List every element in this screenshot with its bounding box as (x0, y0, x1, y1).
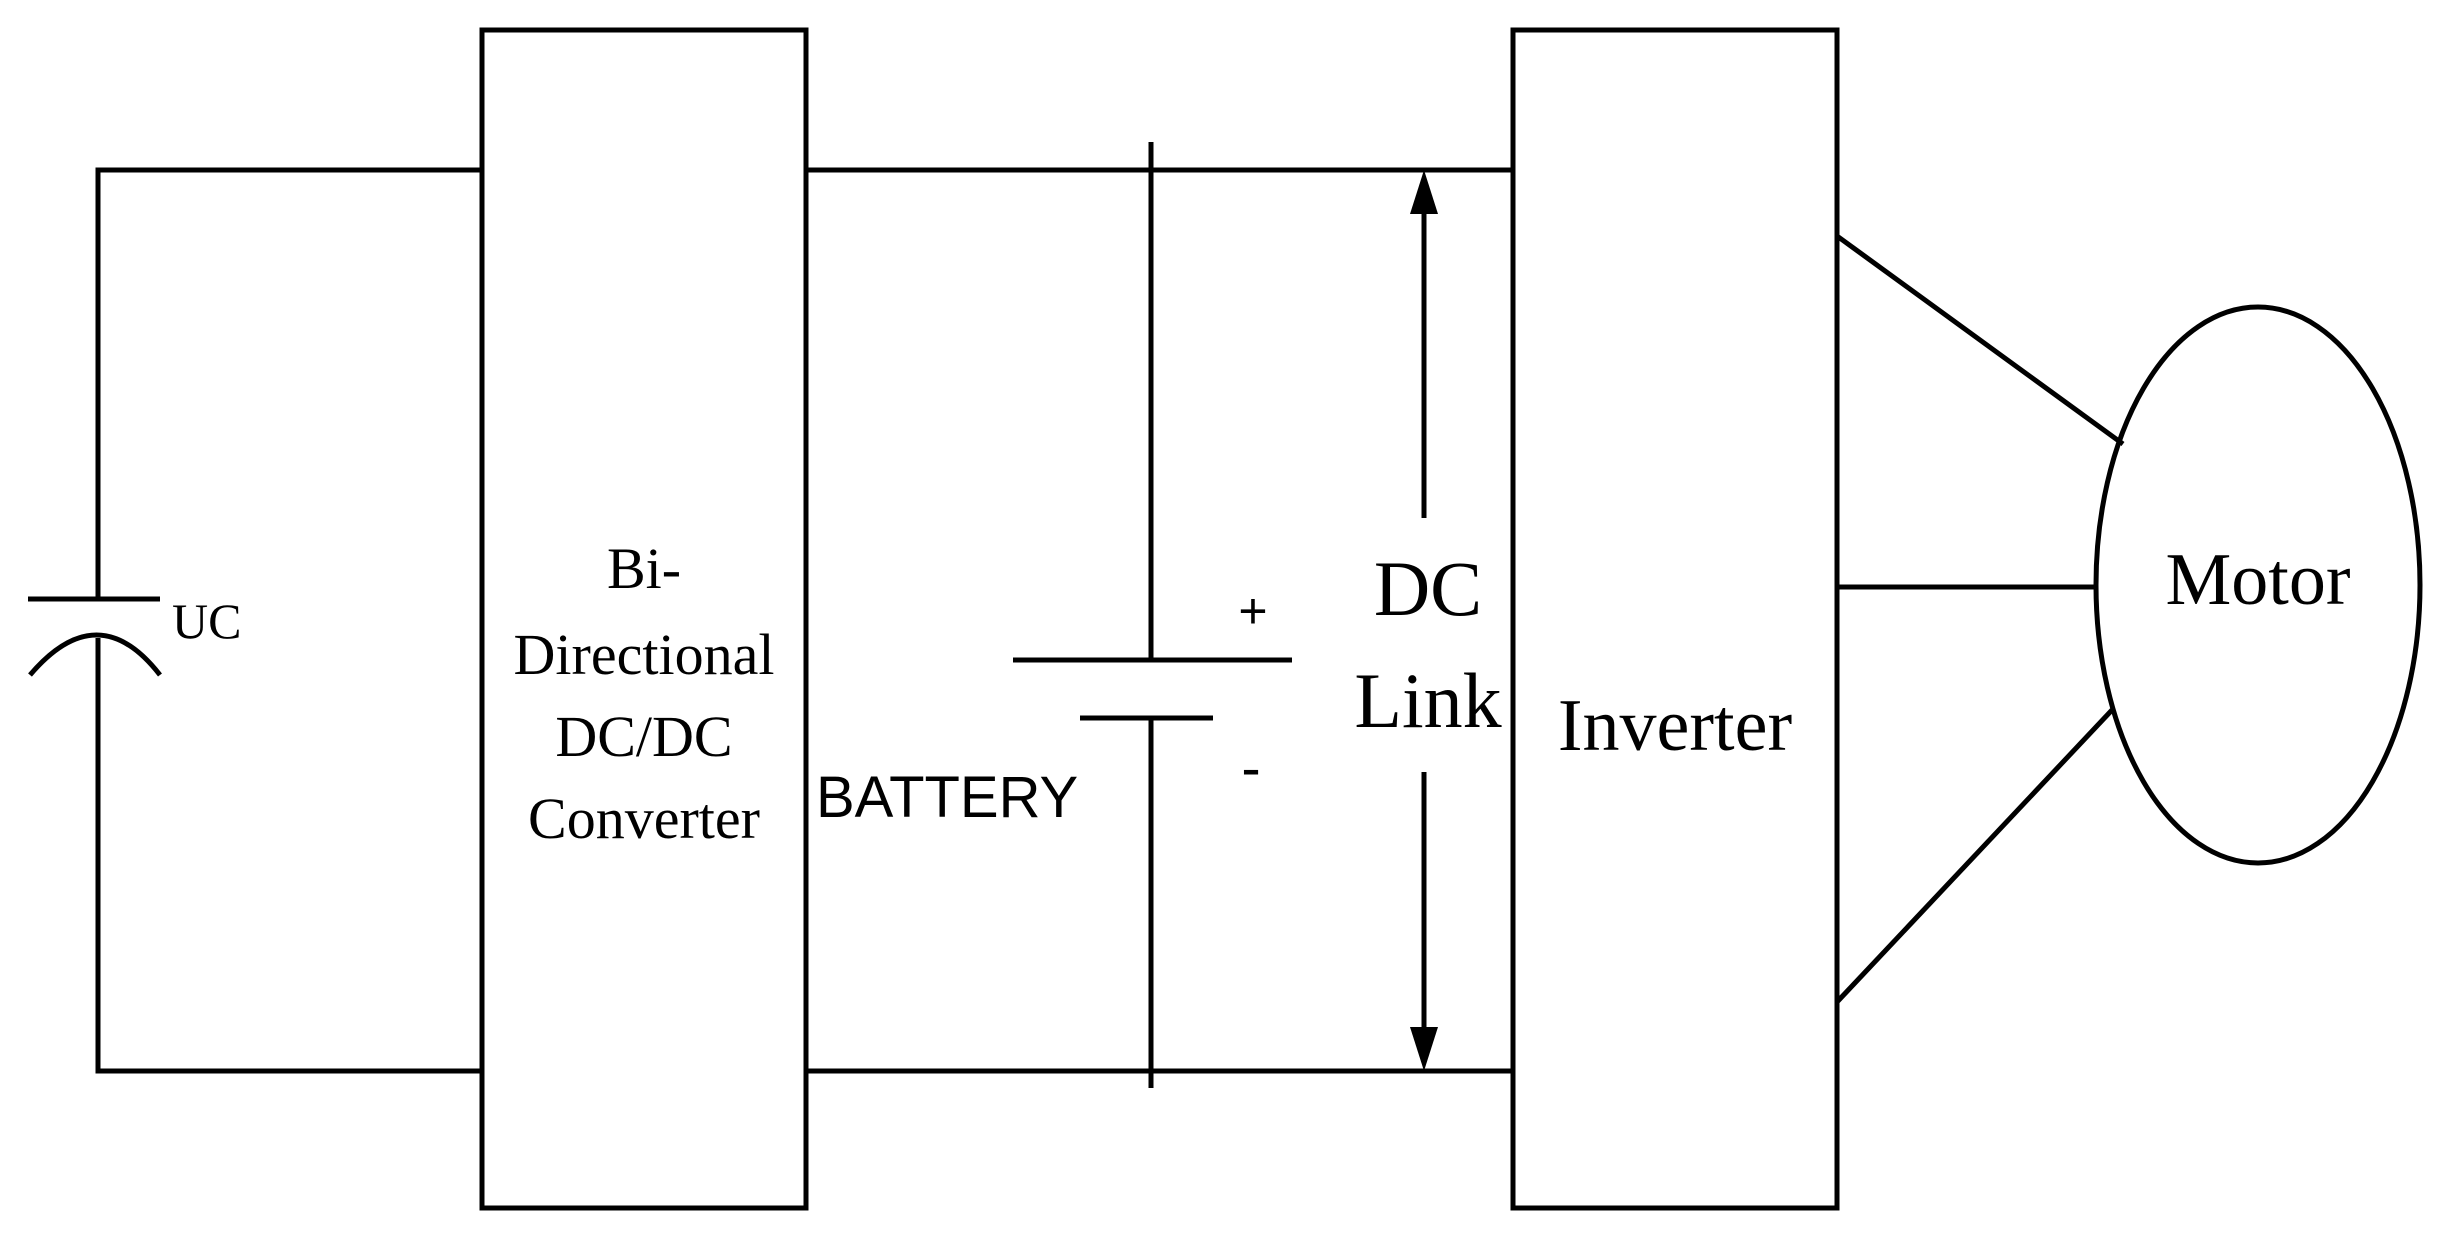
converter-label-line-4: Converter (528, 786, 760, 851)
dc-dc-converter: Bi- Directional DC/DC Converter (479, 27, 809, 1211)
dc-link-label-line-1: DC (1374, 545, 1482, 632)
dc-link-arrowhead-up (1410, 170, 1438, 214)
inverter-label: Inverter (1558, 685, 1792, 767)
battery-label: BATTERY (816, 765, 1078, 830)
capacitor-curved-plate (28, 632, 162, 677)
battery-minus-sign: - (1241, 736, 1260, 801)
motor-label: Motor (2166, 539, 2351, 621)
battery: + - BATTERY (816, 142, 1292, 1088)
phase-c-wire (1835, 708, 2114, 1004)
uc-bottom-wire (95, 638, 482, 1074)
ultracapacitor: UC (28, 167, 482, 1074)
inverter-box (1510, 27, 1840, 1211)
dc-link-indicator: DC Link (1354, 170, 1502, 1071)
motor-ellipse (2093, 304, 2423, 866)
phase-a-wire (1835, 233, 2125, 447)
uc-label: UC (172, 593, 241, 649)
battery-plus-sign: + (1238, 583, 1267, 639)
dc-link-label-line-2: Link (1354, 657, 1501, 744)
motor: Motor (2093, 304, 2423, 866)
converter-box (479, 27, 809, 1211)
inverter: Inverter (1510, 27, 1840, 1211)
converter-label-line-3: DC/DC (555, 704, 732, 769)
uc-top-wire (95, 167, 482, 599)
converter-label-line-1: Bi- (607, 536, 681, 601)
converter-label-line-2: Directional (514, 622, 775, 687)
dc-link-arrowhead-down (1410, 1027, 1438, 1071)
